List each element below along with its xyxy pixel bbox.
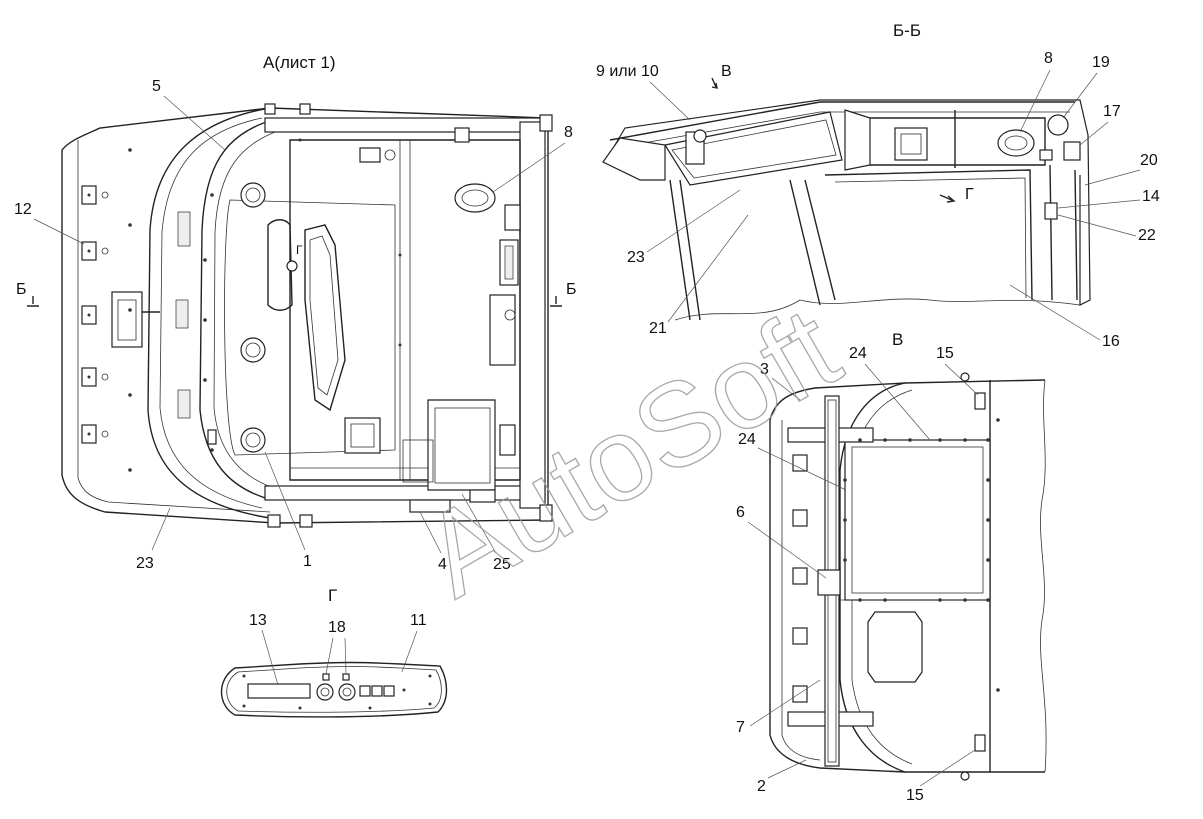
callout-a-8: 8	[564, 124, 573, 141]
callout-v-24-left: 24	[738, 431, 756, 448]
callout-bb-16: 16	[1102, 333, 1120, 350]
view-bb	[602, 99, 1091, 321]
callout-v-6: 6	[736, 504, 745, 521]
callout-bb-8: 8	[1044, 50, 1053, 67]
callout-bb-14: 14	[1142, 188, 1160, 205]
section-marker-right: Б	[566, 281, 577, 298]
view-a	[61, 103, 553, 528]
callouts-view-g: 13 18 11	[249, 612, 427, 686]
view-g-arrow-label: Г	[965, 186, 974, 203]
callout-bb-22: 22	[1138, 227, 1156, 244]
callout-a-4: 4	[438, 556, 447, 573]
view-g-arrow	[939, 194, 956, 203]
view-a-title: А(лист 1)	[263, 53, 336, 72]
callout-g-18: 18	[328, 619, 346, 636]
view-v-title: В	[892, 330, 903, 349]
callouts-view-a: 5 8 12 23 1 4 25	[14, 78, 573, 573]
callout-bb-9-10: 9 или 10	[596, 63, 659, 80]
callout-a-1: 1	[303, 553, 312, 570]
view-v-arrow-label: В	[721, 63, 732, 80]
section-marker-left: Б	[16, 281, 27, 298]
callout-g-13: 13	[249, 612, 267, 629]
callout-a-5: 5	[152, 78, 161, 95]
callout-a-12: 12	[14, 201, 32, 218]
callout-a-25: 25	[493, 556, 511, 573]
callout-v-7: 7	[736, 719, 745, 736]
view-g-title: Г	[328, 586, 337, 605]
callouts-view-bb: 9 или 10 8 19 17 20 14 22 23 21 16	[596, 50, 1160, 350]
view-v	[769, 372, 1047, 781]
view-g-panel	[220, 661, 448, 718]
section-arrow-right	[550, 296, 562, 307]
callout-a-23: 23	[136, 555, 154, 572]
callouts-view-v: 3 24 15 24 6 7 2 15	[736, 345, 979, 804]
callout-v-15-bottom: 15	[906, 787, 924, 804]
view-bb-title: Б-Б	[893, 21, 921, 40]
section-arrow-left	[27, 296, 39, 307]
callout-v-24-top: 24	[849, 345, 867, 362]
callout-bb-21: 21	[649, 320, 667, 337]
callout-v-15-top: 15	[936, 345, 954, 362]
view-g-marker-inner: Г	[296, 243, 303, 257]
callout-v-3: 3	[760, 361, 769, 378]
callout-bb-19: 19	[1092, 54, 1110, 71]
view-v-arrow	[711, 77, 718, 89]
callout-bb-20: 20	[1140, 152, 1158, 169]
callout-bb-23: 23	[627, 249, 645, 266]
callout-bb-17: 17	[1103, 103, 1121, 120]
callout-v-2: 2	[757, 778, 766, 795]
callout-g-11: 11	[410, 612, 427, 629]
